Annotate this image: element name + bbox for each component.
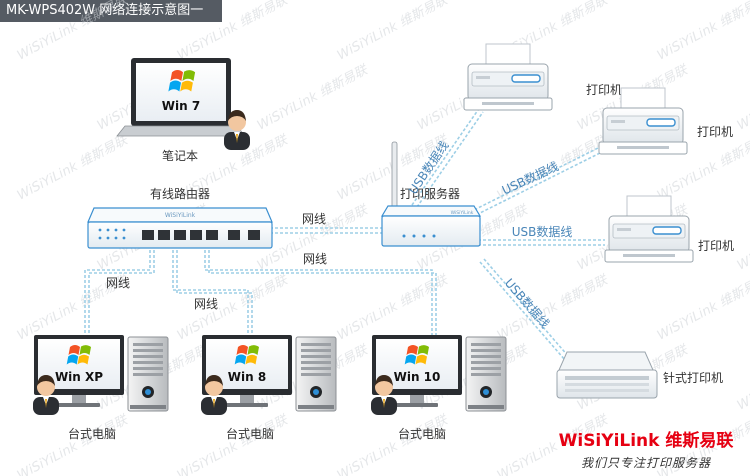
print-server-label: 打印服务器 — [400, 186, 460, 201]
desktop-winxp-tower — [127, 336, 169, 412]
brand-name: WiSiYiLink 维斯易联 — [559, 430, 734, 451]
desktop-winxp: Win XP — [33, 335, 169, 415]
router-label: 有线路由器 — [150, 186, 210, 201]
watermark-text: WiSiYiLink 维斯易联 — [175, 272, 292, 344]
print-server-leds — [402, 234, 436, 238]
desktop-win8: Win 8 — [201, 335, 337, 415]
desktop-winxp-os: Win XP — [55, 370, 103, 384]
watermark-text: WiSiYiLink 维斯易联 — [175, 412, 292, 476]
print-server: WiSiYiLink — [380, 141, 482, 247]
print-server-brand: WiSiYiLink — [451, 210, 474, 216]
watermark-text: WiSiYiLink 维斯易联 — [335, 272, 452, 344]
watermark-text: WiSiYiLink 维斯易联 — [335, 0, 452, 64]
desktop-win8-os: Win 8 — [228, 370, 266, 384]
router: WiSiYiLink — [87, 207, 273, 249]
brand-slogan: 我们只专注打印服务器 — [581, 456, 711, 470]
usb-printer-2 — [469, 147, 599, 213]
print-server-antenna — [391, 141, 398, 209]
router-brand: WiSiYiLink — [165, 212, 196, 219]
laptop-label: 笔记本 — [162, 148, 198, 163]
laptop: Win 7 — [116, 58, 250, 150]
ethernet-label-winxp: 网线 — [106, 276, 130, 290]
print-server-front — [381, 215, 481, 247]
watermark-text: WiSiYiLink 维斯易联 — [15, 0, 132, 64]
router-win8-cable — [172, 245, 249, 335]
ethernet-label-printserver: 网线 — [302, 212, 326, 226]
router-winxp-cable — [84, 245, 151, 335]
router-win10-cable — [204, 245, 433, 335]
watermark-text: WiSiYiLink 维斯易联 — [175, 0, 292, 64]
router-win10-cable-b — [208, 245, 437, 335]
usb-label-printer-2: USB数据线 — [499, 158, 560, 197]
printer-1-icon — [463, 43, 553, 111]
dot-matrix-printer-body — [558, 351, 654, 371]
printer-2 — [598, 87, 688, 155]
printer-1-label: 打印机 — [586, 83, 622, 97]
router-win8-cable-b — [176, 245, 253, 335]
watermark-text: WiSiYiLink 维斯易联 — [655, 272, 750, 344]
router-body — [87, 207, 273, 223]
desktop-win8-label: 台式电脑 — [226, 426, 274, 441]
watermark-text: WiSiYiLink 维斯易联 — [15, 132, 132, 204]
router-leds — [98, 228, 126, 240]
watermark-text: WiSiYiLink 维斯易联 — [15, 412, 132, 476]
watermark-text: WiSiYiLink 维斯易联 — [735, 202, 750, 274]
printer-1 — [463, 43, 553, 111]
usb-printer-4-b — [483, 258, 570, 358]
usb-printer-4 — [479, 261, 566, 361]
desktop-win8-tower — [295, 336, 337, 412]
watermark-text: WiSiYiLink 维斯易联 — [255, 62, 372, 134]
desktop-win10-tower — [465, 336, 507, 412]
watermark-text: WiSiYiLink 维斯易联 — [335, 412, 452, 476]
usb-printer-1-b — [416, 111, 484, 208]
dot-matrix-printer — [556, 351, 658, 399]
router-wan-ports — [228, 230, 260, 240]
printer-2-icon — [598, 87, 688, 155]
router-lan-ports — [142, 230, 218, 240]
usb-printer-2-b — [471, 152, 601, 218]
watermark-text: WiSiYiLink 维斯易联 — [655, 0, 750, 64]
desktop-win10-label: 台式电脑 — [398, 426, 446, 441]
print-server-top — [380, 205, 482, 217]
watermark-text: WiSiYiLink 维斯易联 — [735, 62, 750, 134]
cables — [84, 109, 605, 361]
usb-label-printer-3: USB数据线 — [512, 224, 573, 239]
desktop-win10: Win 10 — [371, 335, 507, 415]
desktop-winxp-label: 台式电脑 — [68, 426, 116, 441]
diagram-title: MK-WPS402W 网络连接示意图一 — [0, 0, 222, 22]
printer-2-label: 打印机 — [697, 125, 733, 139]
printer-3-label: 打印机 — [698, 239, 734, 253]
router-winxp-cable-b — [88, 245, 155, 335]
desktop-win10-os: Win 10 — [394, 370, 441, 384]
dot-matrix-printer-label: 针式打印机 — [663, 370, 723, 385]
usb-printer-1 — [411, 109, 479, 206]
laptop-os-label: Win 7 — [162, 99, 200, 113]
ethernet-label-win10: 网线 — [303, 252, 327, 266]
watermark-text: WiSiYiLink 维斯易联 — [735, 342, 750, 414]
ethernet-label-win8: 网线 — [194, 297, 218, 311]
